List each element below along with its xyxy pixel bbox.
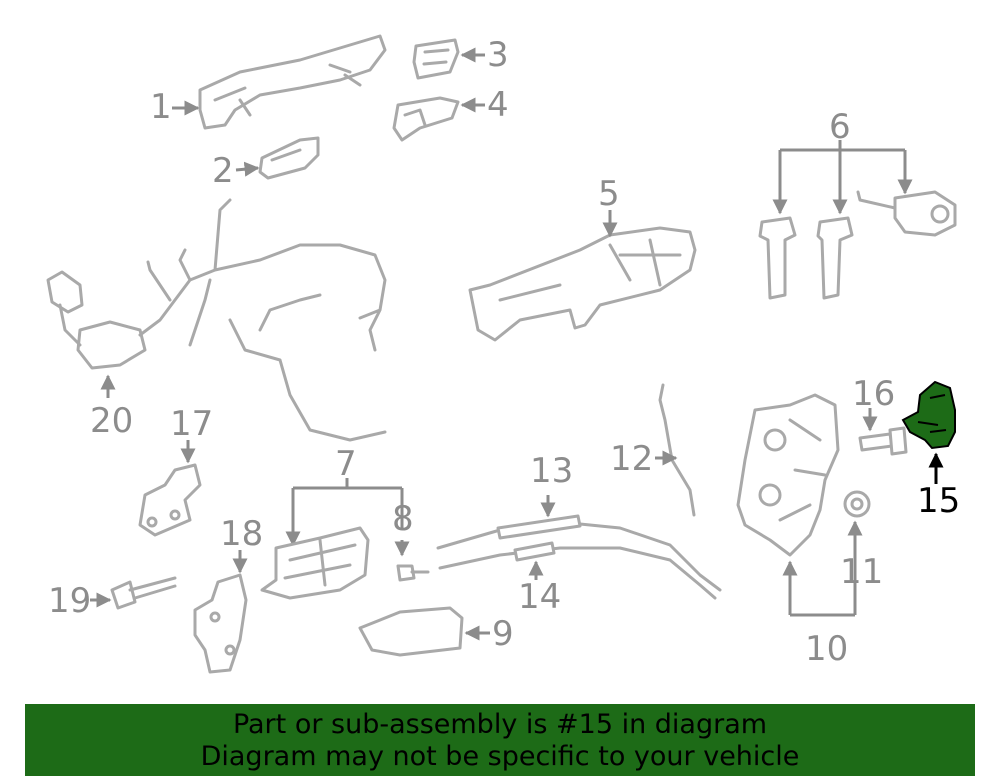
callout-13: 13	[530, 451, 573, 491]
part-12-rod	[655, 383, 696, 517]
part-1-outside-handle	[172, 34, 387, 130]
part-16-screw	[858, 408, 908, 456]
part-6-lock-cylinder-set	[758, 140, 957, 300]
banner-line-1: Part or sub-assembly is #15 in diagram	[232, 709, 768, 740]
callout-11: 11	[840, 552, 883, 592]
callout-6: 6	[829, 107, 851, 147]
callout-3: 3	[487, 35, 509, 75]
callout-7: 7	[335, 444, 357, 484]
part-3-bracket	[412, 38, 485, 80]
info-banner: Part or sub-assembly is #15 in diagram D…	[25, 704, 975, 776]
callout-17: 17	[170, 404, 213, 444]
part-5-handle-frame	[468, 210, 697, 342]
callout-18: 18	[220, 514, 263, 554]
part-17-hinge	[138, 440, 202, 537]
callout-20: 20	[90, 401, 133, 441]
part-14-cable	[438, 541, 717, 600]
part-7-door-lock-assembly	[260, 478, 410, 600]
callout-9: 9	[492, 614, 514, 654]
callout-4: 4	[487, 85, 509, 125]
part-18-hinge	[193, 550, 248, 674]
callout-14: 14	[518, 577, 561, 617]
banner-line-2: Diagram may not be specific to your vehi…	[200, 741, 800, 772]
part-9-cover	[358, 606, 490, 657]
part-2-handle-cap	[235, 136, 320, 180]
part-4-gasket	[392, 96, 485, 142]
callout-12: 12	[610, 439, 653, 479]
callout-5: 5	[598, 174, 620, 214]
part-13-cable	[436, 495, 722, 592]
callout-15: 15	[917, 481, 960, 521]
callout-2: 2	[212, 151, 234, 191]
callout-1: 1	[150, 87, 172, 127]
part-10-latch	[736, 393, 863, 617]
callout-19: 19	[48, 581, 91, 621]
part-8-clip	[396, 564, 430, 582]
part-15-highlighted	[901, 380, 956, 484]
callout-8: 8	[392, 499, 414, 539]
callout-10: 10	[805, 629, 848, 669]
part-11-washer	[843, 490, 871, 518]
part-19-door-check	[90, 576, 177, 610]
part-20-wiring-harness	[46, 198, 387, 442]
callout-16: 16	[852, 374, 895, 414]
